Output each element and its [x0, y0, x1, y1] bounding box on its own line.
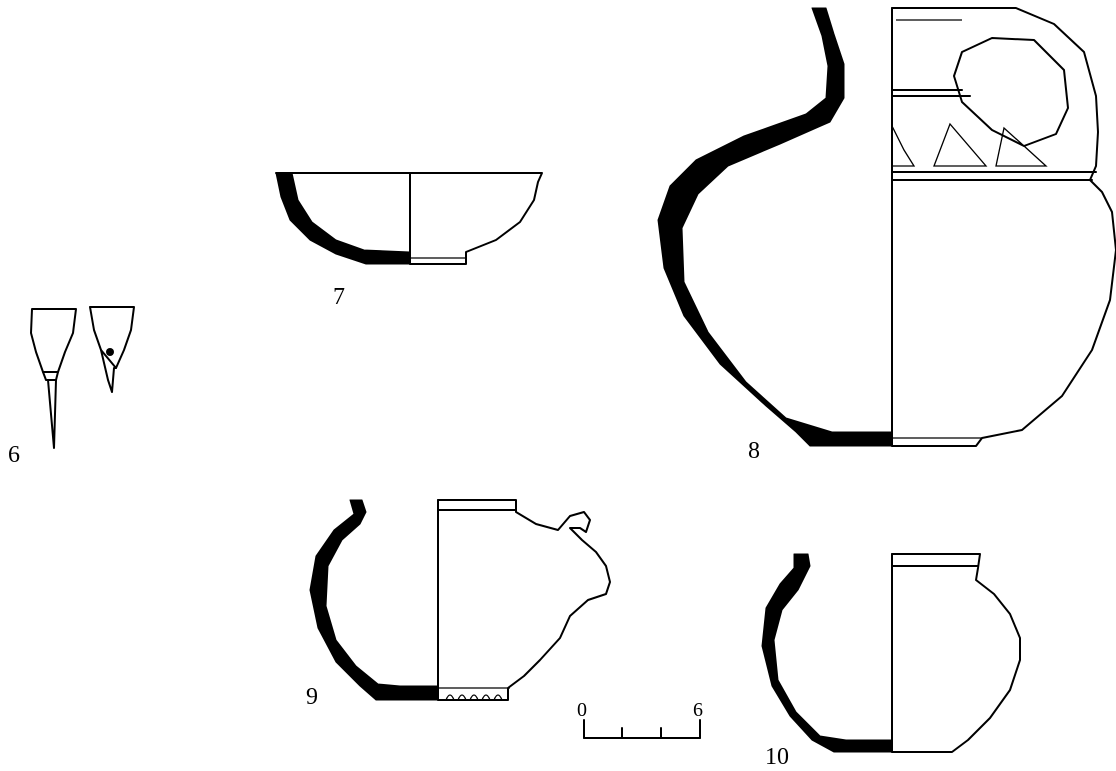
figure-8-label: 8 — [748, 438, 760, 464]
scale-end-label: 6 — [693, 699, 703, 721]
figure-10-label: 10 — [765, 744, 789, 770]
figure-6-label: 6 — [8, 442, 20, 468]
figure-9-pot: 9 — [306, 499, 611, 710]
figure-9-label: 9 — [306, 684, 318, 710]
scale-start-label: 0 — [577, 699, 587, 721]
figure-8-jug: 8 — [657, 7, 1116, 464]
figure-6-pins: 6 — [8, 306, 135, 468]
scale-bar: 0 6 — [577, 699, 703, 739]
pin-hole — [106, 348, 114, 356]
figure-7-bowl: 7 — [275, 172, 543, 310]
pin-with-striped-head — [89, 306, 135, 393]
figure-10-pot: 10 — [761, 553, 1021, 770]
figure-9-base-ornament — [445, 694, 503, 701]
figure-7-label: 7 — [333, 284, 345, 310]
pin-with-crosshatched-head — [30, 308, 77, 449]
